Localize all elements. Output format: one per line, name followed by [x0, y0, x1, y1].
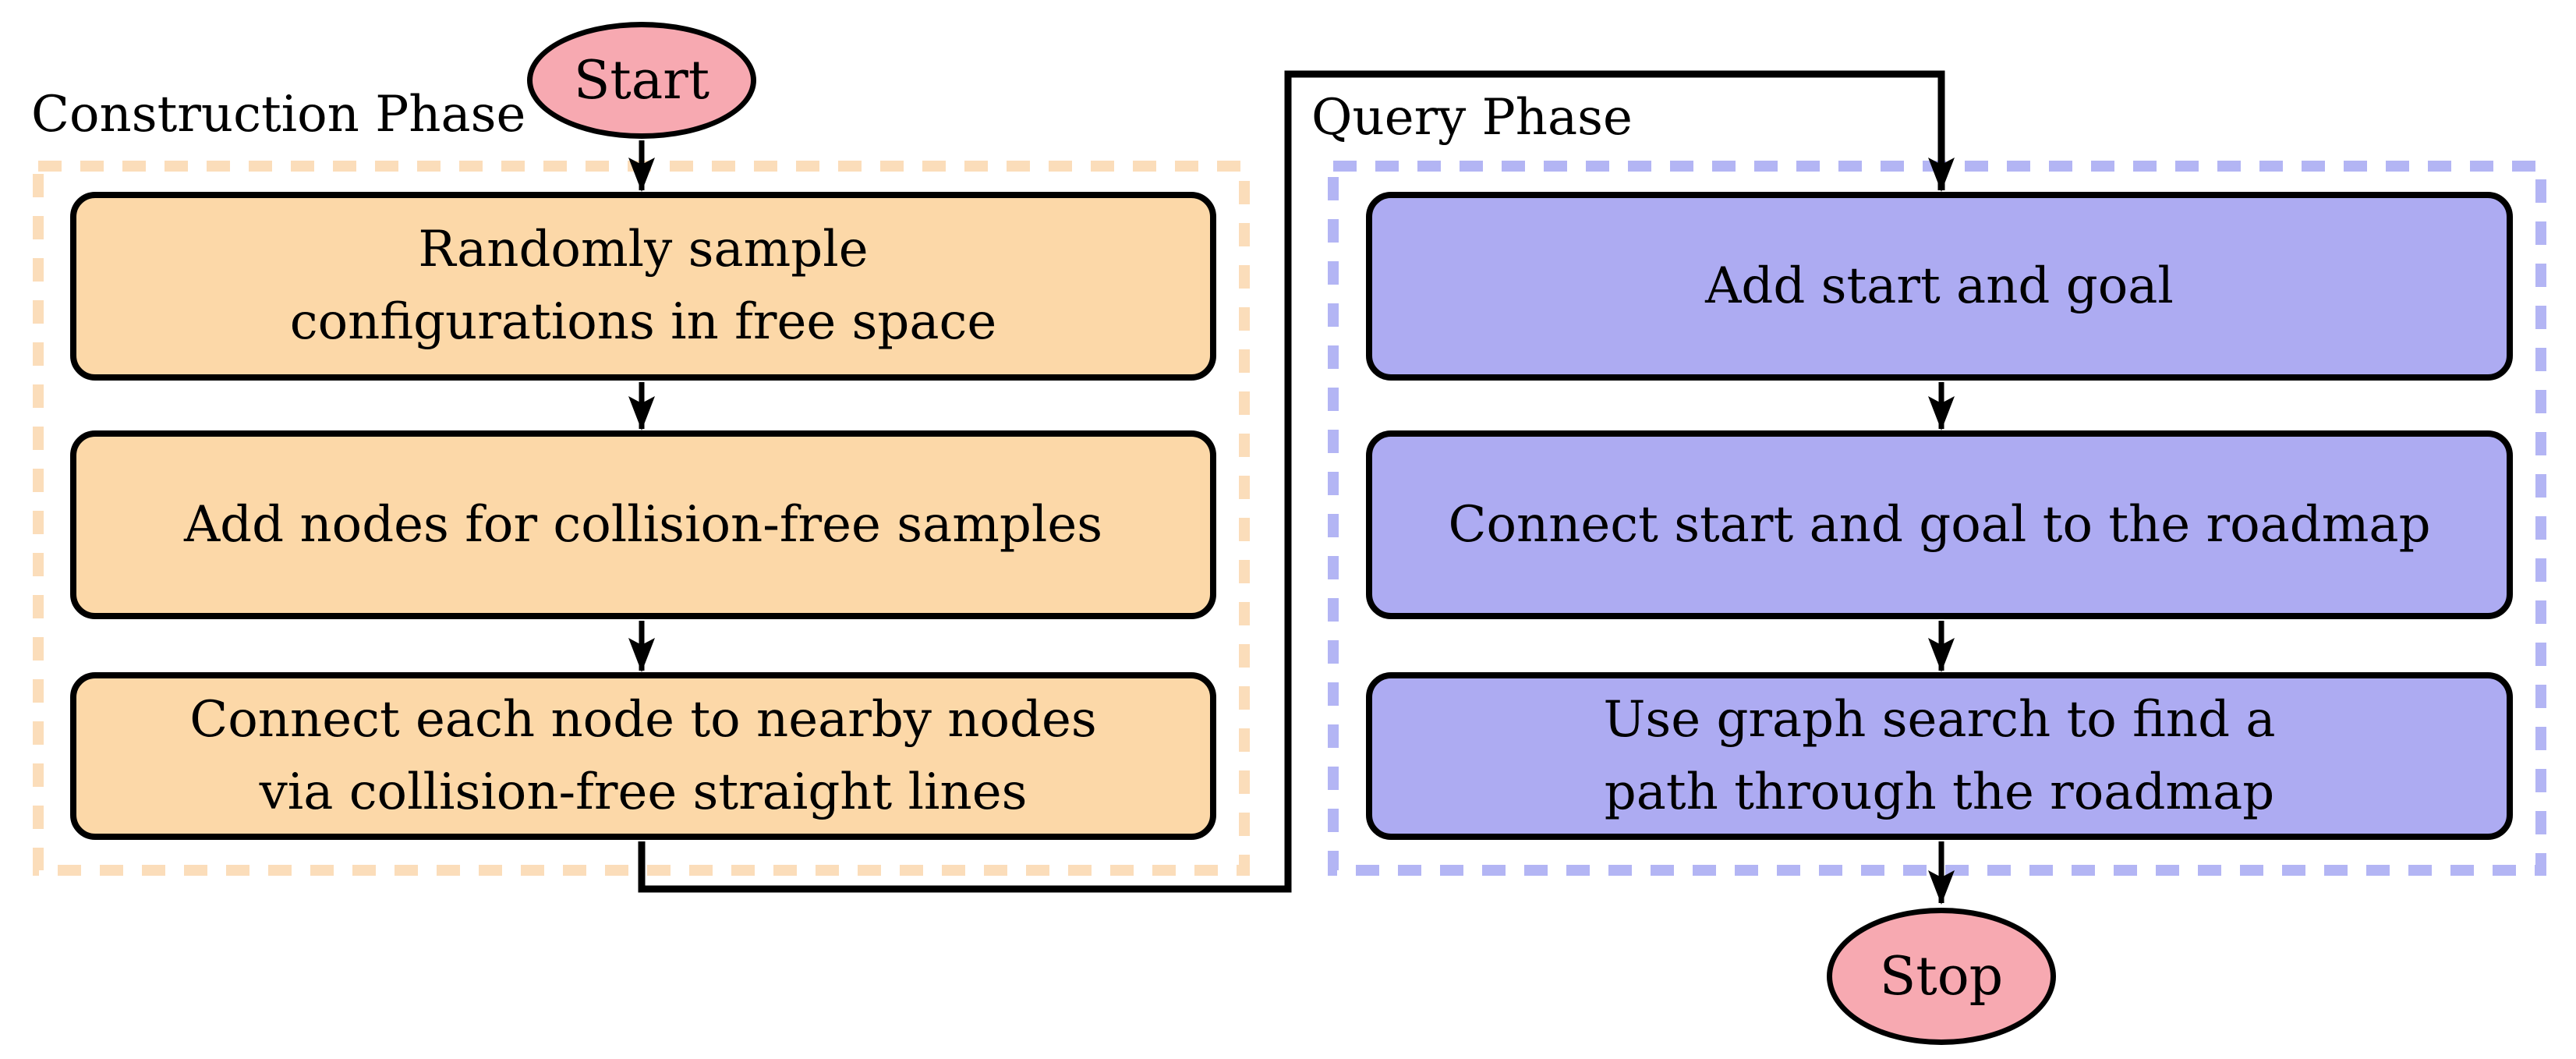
- stop-node: Stop: [1827, 908, 2056, 1045]
- query-step-add-start-goal: Add start and goal: [1366, 192, 2513, 381]
- query-phase-label: Query Phase: [1311, 89, 1633, 147]
- construction-phase-label: Construction Phase: [31, 86, 526, 143]
- construction-step-randomly-sample: Randomly sample configurations in free s…: [70, 192, 1216, 381]
- query-step-graph-search: Use graph search to find a path through …: [1366, 672, 2513, 840]
- step-label: Add nodes for collision-free samples: [183, 495, 1103, 554]
- step-label: Use graph search to find a path through …: [1603, 690, 2276, 821]
- start-node-label: Start: [573, 49, 710, 112]
- step-label: Connect start and goal to the roadmap: [1448, 495, 2431, 554]
- step-label: Randomly sample configurations in free s…: [289, 221, 997, 351]
- phase-transition-connector-line: [638, 70, 1955, 893]
- step-label: Connect each node to nearby nodes via co…: [189, 690, 1097, 821]
- construction-step-connect-nodes: Connect each node to nearby nodes via co…: [70, 672, 1216, 840]
- stop-node-label: Stop: [1879, 945, 2004, 1008]
- query-step-connect-start-goal: Connect start and goal to the roadmap: [1366, 430, 2513, 619]
- step-label: Add start and goal: [1705, 257, 2174, 315]
- start-node: Start: [527, 22, 756, 139]
- construction-step-add-nodes: Add nodes for collision-free samples: [70, 430, 1216, 619]
